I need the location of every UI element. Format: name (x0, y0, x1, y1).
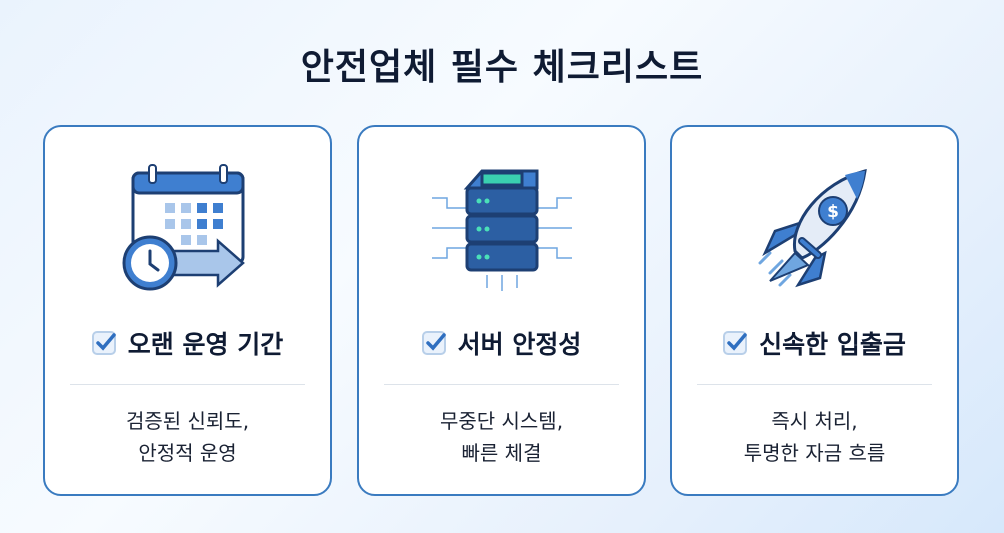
rocket-icon: $ (758, 168, 867, 288)
page-title: 안전업체 필수 체크리스트 (300, 47, 704, 88)
description-line: 빠른 체결 (461, 441, 542, 465)
description-line: 안정적 운영 (138, 441, 237, 465)
card-description: 무중단 시스템, 빠른 체결 (359, 405, 644, 469)
description-line: 투명한 자금 흐름 (743, 441, 886, 465)
description-line: 즉시 처리, (771, 409, 858, 433)
checkbox-checked-icon (421, 331, 446, 355)
card-operation-period: 오랜 운영 기간 검증된 신뢰도, 안정적 운영 (43, 125, 332, 496)
divider (697, 384, 932, 385)
checkbox-checked-icon (723, 331, 748, 355)
card-heading: 서버 안정성 (457, 330, 582, 359)
svg-text:$: $ (827, 202, 839, 222)
divider (384, 384, 619, 385)
card-description: 즉시 처리, 투명한 자금 흐름 (672, 405, 957, 469)
card-description: 검증된 신뢰도, 안정적 운영 (45, 405, 330, 469)
card-heading: 오랜 운영 기간 (127, 330, 284, 359)
card-fast-transactions: $ 신속한 입출금 즉시 처리, 투명한 자금 흐름 (670, 125, 959, 496)
calendar-clock-icon (122, 164, 245, 291)
server-icon (431, 169, 572, 291)
card-server-stability: 서버 안정성 무중단 시스템, 빠른 체결 (357, 125, 646, 496)
description-line: 무중단 시스템, (439, 409, 564, 433)
card-heading: 신속한 입출금 (759, 330, 906, 359)
description-line: 검증된 신뢰도, (125, 409, 250, 433)
checkbox-checked-icon (91, 331, 116, 355)
divider (70, 384, 305, 385)
